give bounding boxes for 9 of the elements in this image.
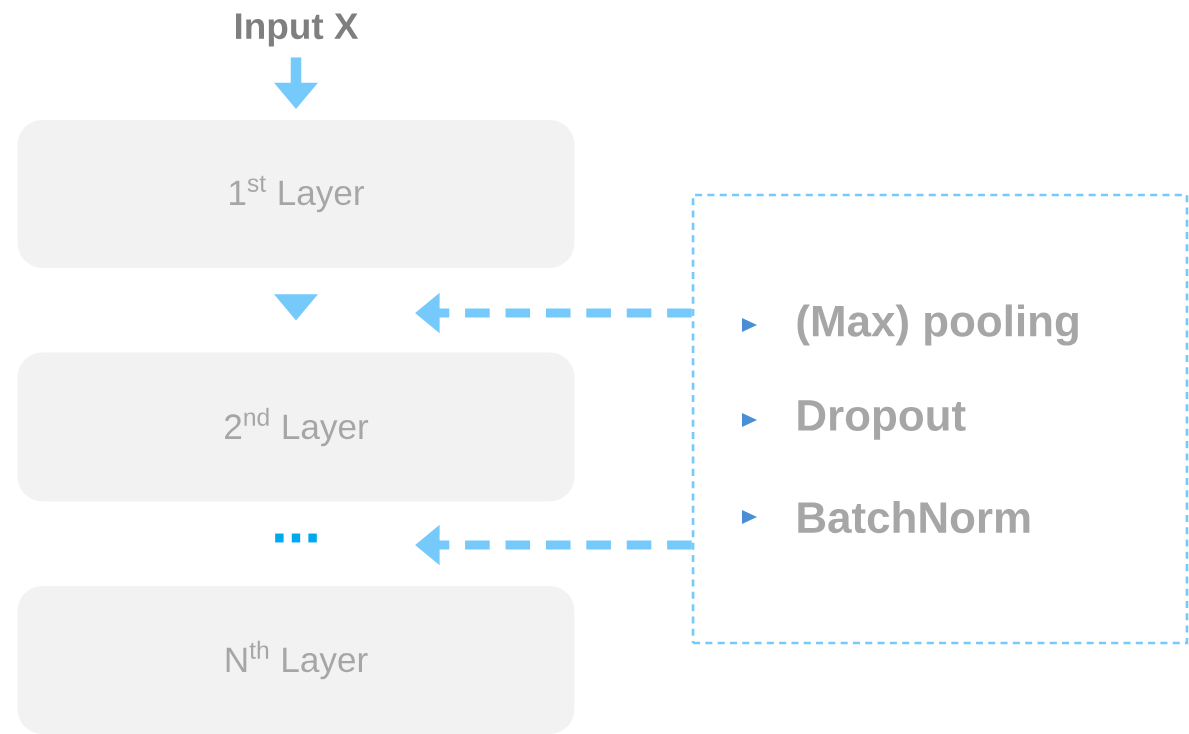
input-label: Input X [236, 13, 359, 47]
list-item: Dropout [798, 400, 966, 440]
layer-box: 2$^{nd}$ Layer [17, 352, 575, 502]
ellipsis: ... [275, 533, 317, 543]
list-item: (Max) pooling [797, 304, 1078, 346]
layer-box: N$^{th}$ Layer [17, 586, 575, 734]
layer-box: 1$^{st}$ Layer [17, 120, 575, 268]
list-item: BatchNorm [798, 500, 1030, 534]
dashed-box [691, 193, 1189, 645]
